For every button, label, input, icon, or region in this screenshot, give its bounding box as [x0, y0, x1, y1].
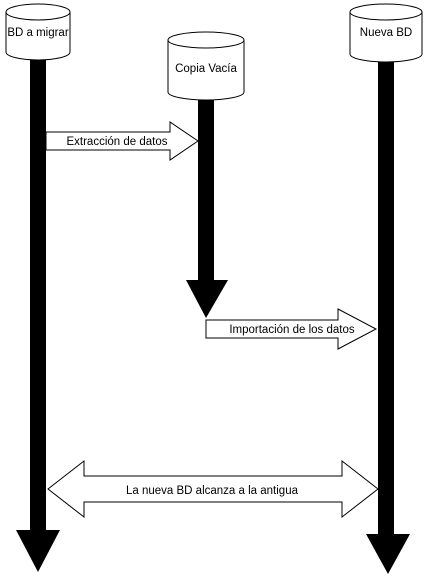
- lifeline-copia-vacia: [186, 100, 228, 318]
- cylinder-top: [5, 3, 71, 21]
- cylinder-top: [167, 31, 245, 49]
- lifeline-arrowhead: [366, 534, 410, 574]
- lifeline-bar: [378, 60, 394, 540]
- block-arrow-right: [45, 121, 199, 161]
- database-label: BD a migrar: [7, 27, 69, 39]
- arrow-label: La nueva BD alcanza a la antigua: [126, 485, 299, 497]
- cylinder-body: [167, 40, 245, 101]
- database-label: Copia Vacía: [175, 63, 237, 75]
- block-arrow-right: [205, 308, 378, 350]
- arrow-label: Extracción de datos: [66, 136, 167, 148]
- cylinder-body: [5, 12, 71, 61]
- database-label: Nueva BD: [360, 27, 412, 39]
- cylinder-body: [349, 12, 423, 63]
- database-copia-vacia: Copia Vacía: [167, 31, 245, 101]
- lifeline-arrowhead: [16, 530, 60, 572]
- arrow-extraccion: Extracción de datos: [45, 121, 199, 161]
- database-nueva-bd: Nueva BD: [349, 3, 423, 63]
- lifeline-bd-a-migrar: [16, 60, 60, 572]
- database-bd-a-migrar: BD a migrar: [5, 3, 71, 61]
- block-arrow-double: [47, 459, 379, 519]
- lifeline-arrowhead: [186, 280, 228, 318]
- lifeline-bar: [198, 100, 214, 286]
- cylinder-top: [349, 3, 423, 21]
- lifeline-bar: [30, 60, 46, 536]
- lifeline-nueva-bd: [366, 60, 410, 574]
- arrow-importacion: Importación de los datos: [205, 308, 378, 350]
- arrow-alcanza: La nueva BD alcanza a la antigua: [47, 459, 379, 519]
- arrow-label: Importación de los datos: [229, 324, 355, 336]
